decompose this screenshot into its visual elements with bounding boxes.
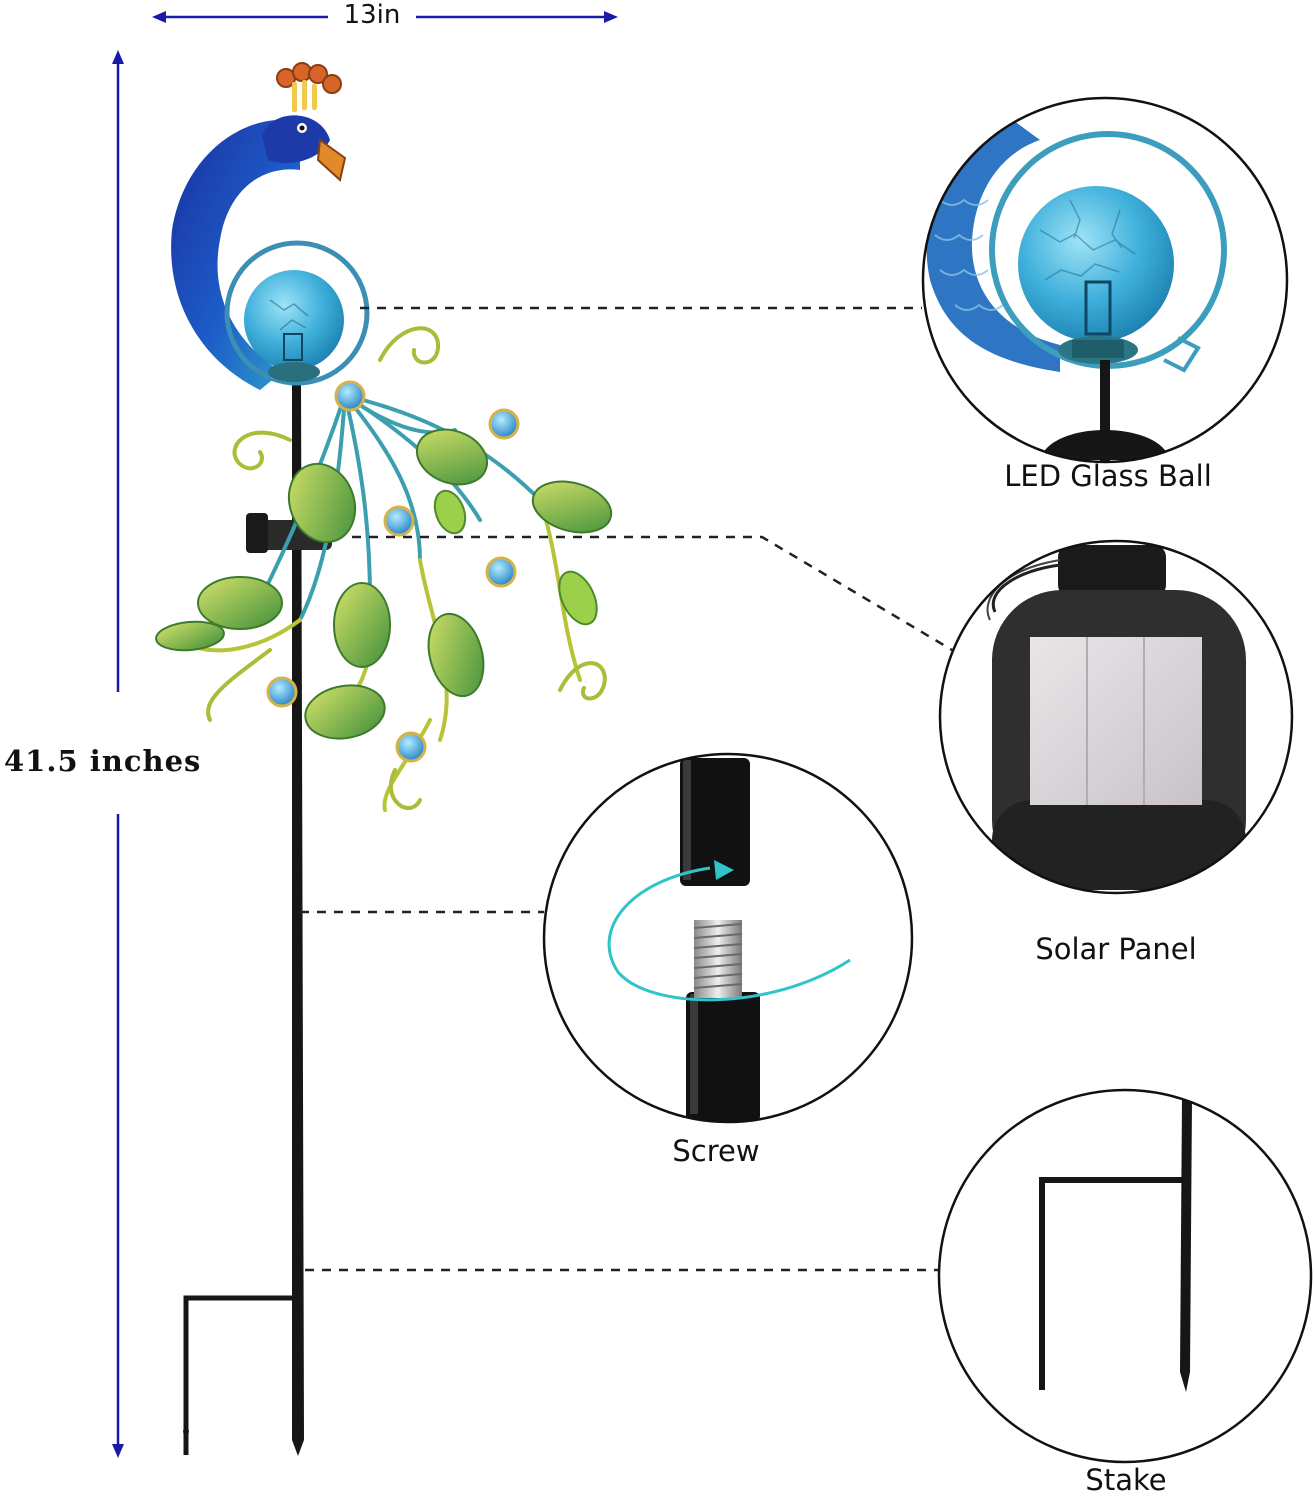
stake-detail	[937, 1088, 1313, 1464]
width-dimension-arrow	[152, 11, 618, 23]
height-dimension-arrow	[112, 50, 124, 1458]
callout-connectors	[300, 306, 953, 1272]
width-label: 13in	[343, 0, 401, 30]
main-stake	[183, 380, 304, 1456]
screw-detail	[542, 752, 914, 1124]
screw-label: Screw	[672, 1134, 760, 1168]
peacock-figure	[155, 62, 613, 812]
stake-label: Stake	[1085, 1463, 1167, 1497]
led-glass-ball-label: LED Glass Ball	[1004, 459, 1212, 493]
solar-panel-label: Solar Panel	[1035, 932, 1197, 966]
solar-panel-detail	[938, 539, 1294, 895]
height-label: 41.5 inches	[4, 744, 202, 778]
led-glass-ball-detail	[921, 96, 1289, 464]
